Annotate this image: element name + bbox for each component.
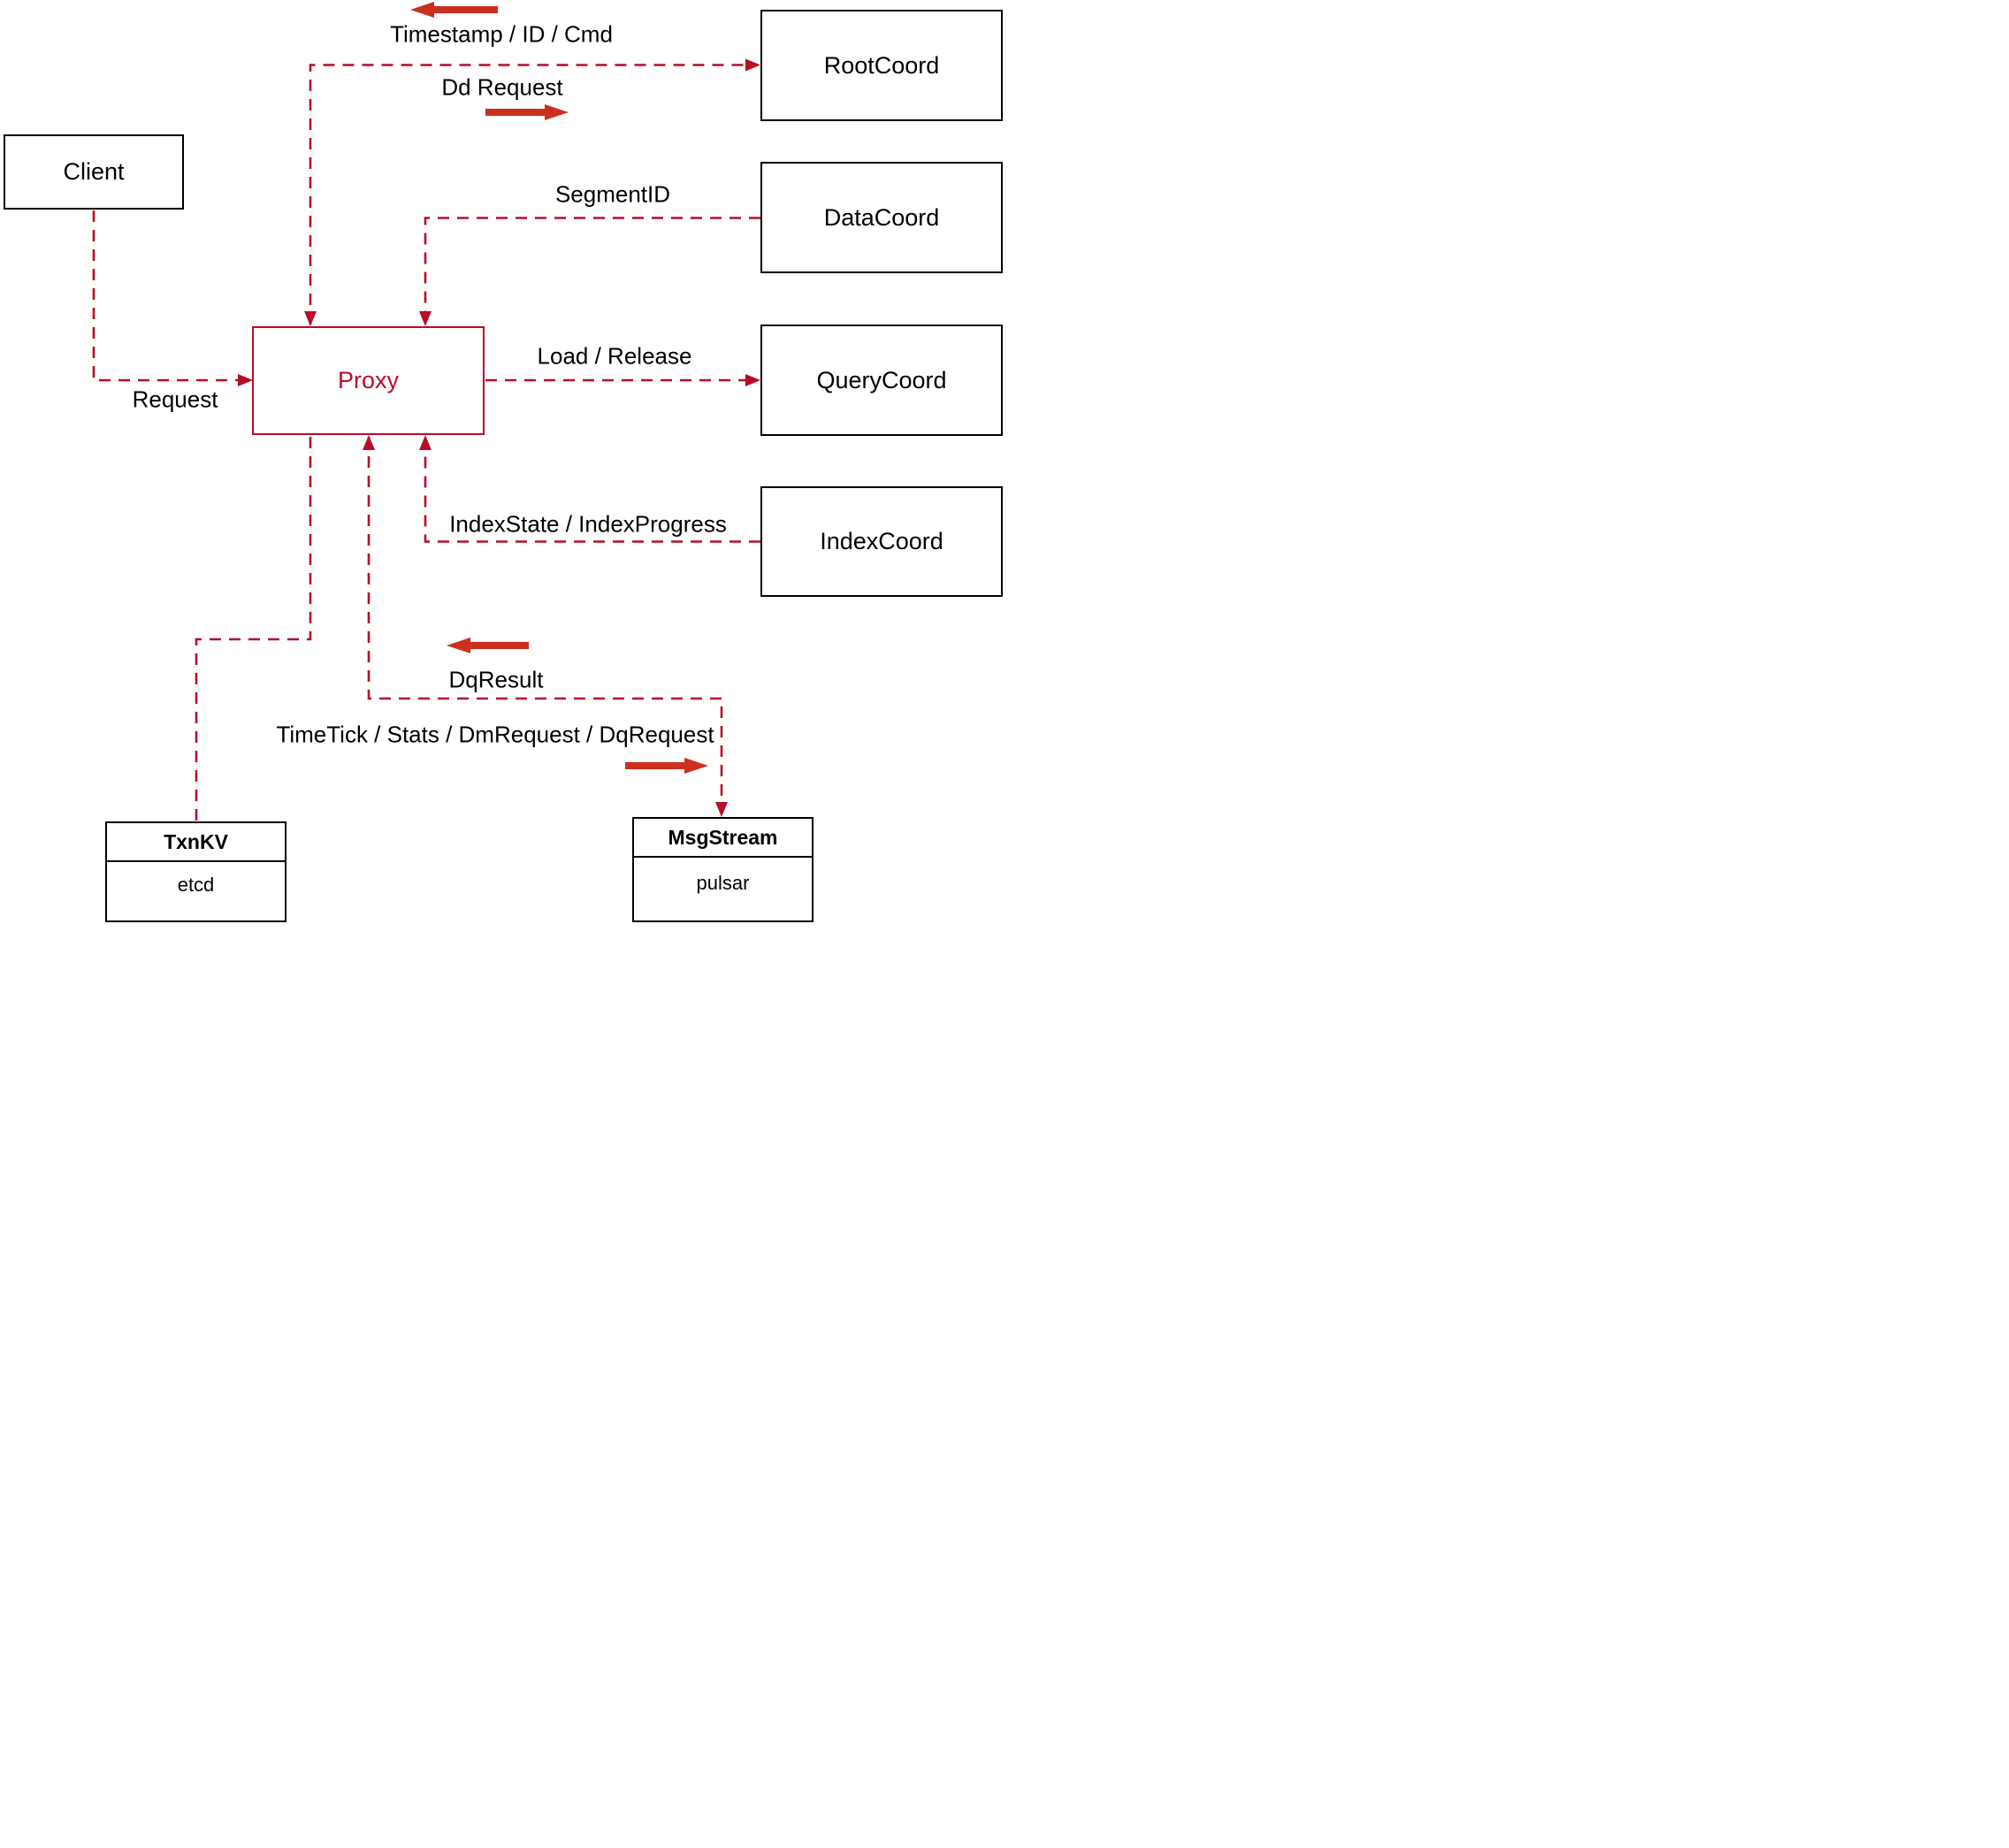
rootcoord-node: RootCoord <box>760 10 1003 121</box>
arrowhead-into-proxy-left-icon <box>238 374 253 386</box>
txnkv-node: TxnKV etcd <box>105 821 286 922</box>
datacoord-node-label: DataCoord <box>823 203 940 231</box>
edge-label-timestamp: Timestamp / ID / Cmd <box>390 20 613 48</box>
edge-proxy-msgstream <box>367 437 723 805</box>
client-node: Client <box>4 134 184 210</box>
edge-label-index-state: IndexState / IndexProgress <box>449 510 727 538</box>
edge-proxy-txnkv <box>195 437 312 821</box>
msgstream-node-title: MsgStream <box>634 819 812 858</box>
edge-proxy-rootcoord <box>309 64 748 325</box>
edge-label-request: Request <box>132 386 218 413</box>
edge-datacoord-proxy <box>424 217 760 325</box>
client-node-label: Client <box>63 158 125 185</box>
arrowhead-into-proxy-top-left-icon <box>304 311 317 326</box>
datacoord-node: DataCoord <box>760 162 1003 273</box>
arrowhead-into-msgstream-icon <box>715 802 728 817</box>
edge-label-load-release: Load / Release <box>537 342 692 370</box>
querycoord-node-label: QueryCoord <box>816 366 947 393</box>
arrowhead-into-rootcoord-icon <box>745 58 760 72</box>
indexcoord-node-label: IndexCoord <box>820 528 943 554</box>
direction-right-arrow-dd-request-icon <box>485 104 569 120</box>
edge-label-time-tick: TimeTick / Stats / DmRequest / DqRequest <box>276 721 714 748</box>
txnkv-node-title: TxnKV <box>107 823 285 862</box>
rootcoord-node-label: RootCoord <box>823 51 940 79</box>
arrowhead-into-proxy-bottom-center-icon <box>363 435 375 450</box>
edge-client-proxy <box>92 210 241 382</box>
edge-indexcoord-proxy <box>424 437 760 543</box>
indexcoord-node: IndexCoord <box>760 486 1003 597</box>
direction-left-arrow-timestamp-icon <box>410 2 498 18</box>
arrowhead-into-querycoord-icon <box>745 374 760 386</box>
proxy-node-label: Proxy <box>337 367 400 393</box>
msgstream-node: MsgStream pulsar <box>632 817 814 922</box>
direction-left-arrow-dq-result-icon <box>447 638 529 653</box>
msgstream-node-subtitle: pulsar <box>696 871 750 894</box>
direction-right-arrow-time-tick-icon <box>625 758 708 774</box>
diagram-canvas: Client Proxy RootCoord DataCoord QueryCo… <box>0 0 1004 924</box>
edge-label-segment-id: SegmentID <box>554 180 671 208</box>
arrowhead-into-proxy-bottom-right-icon <box>419 435 432 450</box>
proxy-node: Proxy <box>252 326 485 435</box>
edge-label-dd-request: Dd Request <box>441 73 563 101</box>
edge-label-dq-result: DqResult <box>448 666 544 693</box>
connector-layer <box>92 2 760 821</box>
arrowhead-into-proxy-top-right-icon <box>419 311 432 326</box>
querycoord-node: QueryCoord <box>760 325 1003 436</box>
txnkv-node-subtitle: etcd <box>177 874 215 896</box>
